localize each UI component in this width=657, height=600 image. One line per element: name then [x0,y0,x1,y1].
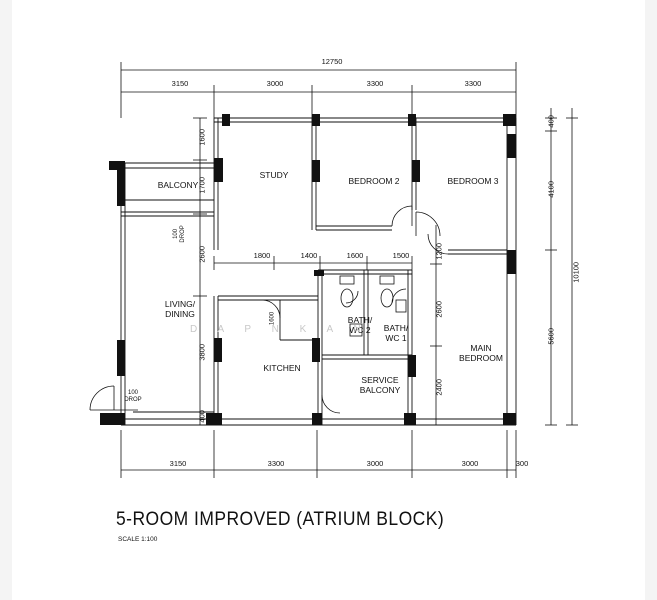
right-dim-2: 4100 [546,180,556,198]
overall-width-dim: 12750 [321,57,343,66]
plan-title: 5-ROOM IMPROVED (ATRIUM BLOCK) [116,509,445,530]
top-dim-3: 3300 [366,79,384,88]
watermark: D A P N K A N [190,324,370,335]
left-dim-3: 2600 [197,245,207,263]
drop-note-top: 100 DROP [173,225,186,243]
left-dim-5: 400 [197,410,207,423]
bottom-dim-3: 3000 [366,459,384,468]
inner-dim-3: 1600 [346,251,364,260]
top-dim-1: 3150 [171,79,189,88]
overall-height-dim: 10100 [571,261,581,283]
bottom-dim-1: 3150 [169,459,187,468]
room-main-bedroom: MAIN BEDROOM [459,343,503,363]
door-swings [89,205,449,414]
bottom-dim-4: 3000 [461,459,479,468]
room-bedroom-3: BEDROOM 3 [447,176,499,186]
dimension-lines [120,62,578,478]
room-bath-wc-1: BATH/ WC 1 [383,323,409,343]
floor-plan-drawing [89,62,578,478]
room-study: STUDY [259,170,289,180]
mid-dim-1: 1200 [434,242,444,260]
room-kitchen: KITCHEN [263,363,301,373]
left-dim-1: 1600 [197,128,207,146]
right-dim-3: 5600 [546,327,556,345]
bottom-dim-2: 3300 [267,459,285,468]
room-balcony: BALCONY [157,180,199,190]
top-dim-2: 3000 [266,79,284,88]
room-bath-wc-2: BATH/ WC 2 [347,315,373,335]
right-dim-1: 400 [546,115,556,128]
left-dim-4: 3800 [197,343,207,361]
drop-note-bottom: 100 DROP [124,390,142,403]
floor-plan-sheet: 12750 3150 3000 3300 3300 3150 3300 3000… [12,0,645,600]
walls-solid [100,114,516,425]
inner-dim-2: 1400 [300,251,318,260]
room-bedroom-2: BEDROOM 2 [348,176,400,186]
bottom-dim-5: 300 [515,459,529,468]
room-living-dining: LIVING/ DINING [164,299,196,319]
mid-dim-3: 2400 [434,378,444,396]
plan-scale: SCALE 1:100 [118,536,158,543]
fixtures [339,275,407,337]
room-service-balcony: SERVICE BALCONY [359,375,401,395]
inner-dim-1: 1800 [253,251,271,260]
top-dim-4: 3300 [464,79,482,88]
inner-dim-4: 1500 [392,251,410,260]
walls-thin [109,117,517,426]
mid-dim-2: 2600 [434,300,444,318]
